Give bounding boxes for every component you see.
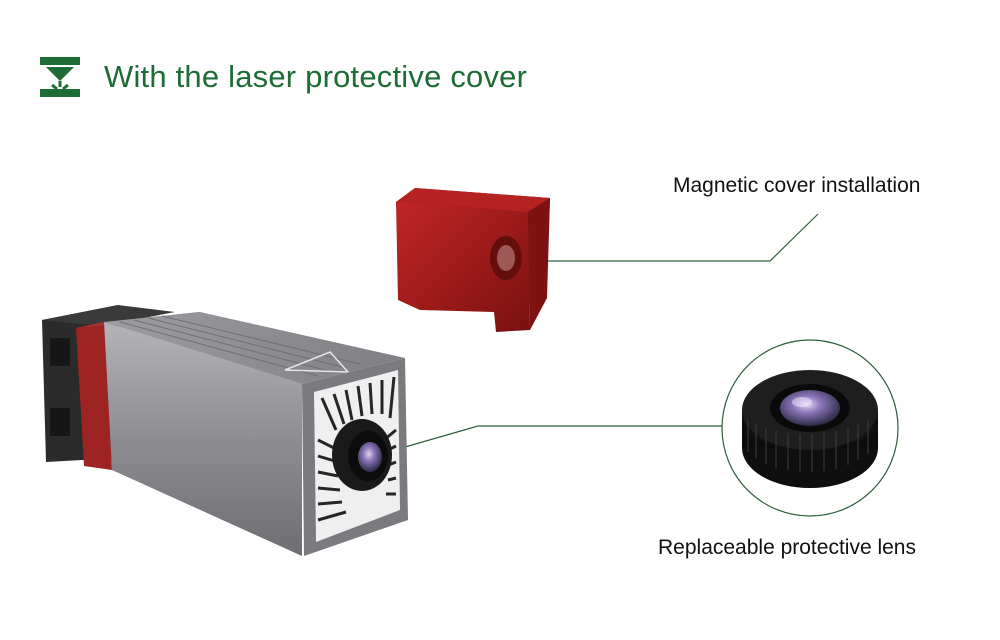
magnetic-cover [396,188,550,332]
laser-module [42,305,408,556]
page-title: With the laser protective cover [104,59,528,94]
lens-closeup [721,339,899,517]
laser-engrave-icon [38,55,82,99]
lens-callout-label: Replaceable protective lens [658,536,916,559]
header: With the laser protective cover [38,52,527,102]
leader-lines [404,213,819,448]
cover-callout-label: Magnetic cover installation [673,174,921,197]
